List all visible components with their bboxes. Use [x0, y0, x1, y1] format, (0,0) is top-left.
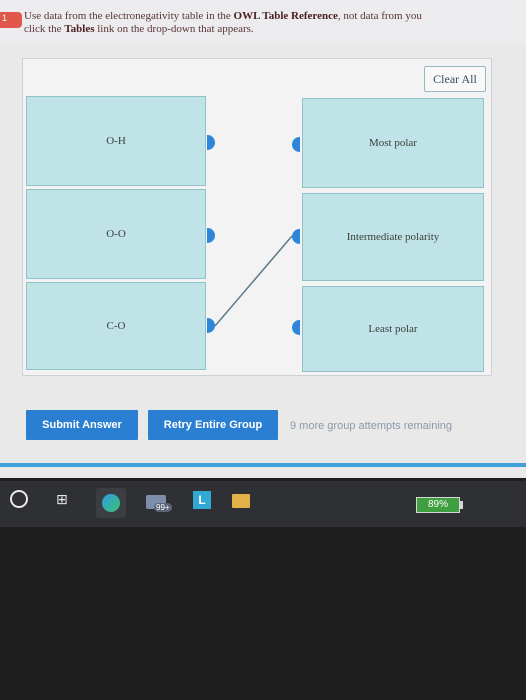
edge-icon	[102, 494, 120, 512]
edge-browser-tile[interactable]	[96, 488, 126, 518]
battery-icon	[460, 501, 463, 509]
clear-all-button[interactable]: Clear All	[424, 66, 486, 92]
file-explorer-icon[interactable]	[232, 494, 250, 508]
bond-card-oo[interactable]: O-O	[26, 189, 206, 279]
connector-target-intermediate[interactable]	[292, 229, 300, 244]
tables-link[interactable]: Tables	[64, 23, 95, 35]
bond-card-co[interactable]: C-O	[26, 282, 206, 370]
l-app-icon[interactable]: L	[193, 491, 211, 509]
retry-entire-group-button[interactable]: Retry Entire Group	[148, 410, 278, 440]
question-flag-icon: 1	[0, 12, 22, 28]
connector-handle-oo[interactable]	[207, 228, 215, 243]
connector-handle-co[interactable]	[207, 318, 215, 333]
instruction-bar: 1 Use data from the electronegativity ta…	[0, 0, 526, 46]
battery-indicator: 89%	[416, 497, 460, 513]
page-divider	[0, 463, 526, 467]
target-card-least-polar[interactable]: Least polar	[302, 286, 484, 372]
search-circle-icon[interactable]	[10, 490, 28, 508]
attempts-remaining-text: 9 more group attempts remaining	[290, 420, 453, 432]
bond-card-oh[interactable]: O-H	[26, 96, 206, 186]
owl-table-reference-link[interactable]: OWL Table Reference	[233, 10, 338, 22]
submit-answer-button[interactable]: Submit Answer	[26, 410, 138, 440]
browser-screen: 1 Use data from the electronegativity ta…	[0, 0, 526, 478]
mail-app-icon[interactable]: 99+	[146, 491, 172, 512]
target-card-most-polar[interactable]: Most polar	[302, 98, 484, 188]
connector-handle-oh[interactable]	[207, 135, 215, 150]
target-card-intermediate-polarity[interactable]: Intermediate polarity	[302, 193, 484, 281]
connector-target-most-polar[interactable]	[292, 137, 300, 152]
notification-badge: 99+	[154, 503, 172, 512]
task-view-icon[interactable]: ⊞	[56, 492, 68, 508]
connector-target-least-polar[interactable]	[292, 320, 300, 335]
instruction-text: Use data from the electronegativity tabl…	[24, 10, 422, 35]
